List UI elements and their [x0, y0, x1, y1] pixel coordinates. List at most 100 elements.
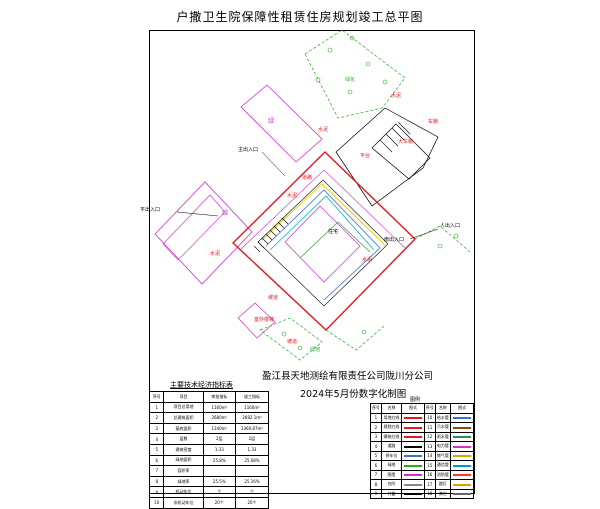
table-cell: 项目总用地: [163, 401, 204, 414]
label-ramp: 坡道: [268, 295, 279, 301]
legend-swatch-cell: [450, 479, 474, 490]
legend-cell: 15: [423, 460, 436, 471]
shed-stripes: [379, 121, 411, 153]
legend-header-cell: 序号: [370, 403, 382, 414]
table-cell: 绿地率: [163, 475, 204, 488]
green-zone-bottom: [259, 317, 323, 361]
building-outline: [257, 179, 389, 307]
legend-cell: 规划红线: [380, 422, 403, 433]
table-header-cell: 项目: [163, 391, 204, 403]
legend-cell: 12: [423, 431, 436, 442]
table-cell: 9: [148, 486, 165, 498]
legend-header-cell: 名称: [434, 403, 452, 414]
table-cell: 1160m²: [202, 401, 237, 414]
label-text-h: 绿化: [345, 77, 356, 83]
label-entry-right: 人出入口: [440, 223, 461, 229]
green-line-bottom: [325, 325, 385, 351]
legend-swatch-cell: [450, 450, 474, 461]
legend-cell: 绿地: [380, 460, 403, 471]
legend-swatch: [404, 464, 422, 467]
table-header-cell: 序号: [148, 391, 165, 403]
label-text-d: 水泥: [362, 257, 373, 263]
leader-right-entry: [409, 228, 439, 240]
legend-swatch: [453, 455, 472, 458]
table-cell: 容积率: [163, 465, 204, 477]
table-cell: 1340m²: [202, 422, 237, 435]
table-cell: [235, 465, 269, 477]
legend-swatch: [453, 426, 472, 429]
legend-swatch-cell: [401, 469, 425, 480]
legend-swatch-cell: [401, 488, 425, 499]
label-shed: 车棚: [428, 119, 439, 125]
tech-table-title: 主要技术经济指标表: [170, 381, 233, 389]
legend-cell: 停车位: [380, 450, 403, 461]
legend-swatch: [404, 493, 422, 496]
label-greens: 绿: [222, 210, 229, 217]
legend-swatch-cell: [450, 460, 474, 471]
leader-main-entry: [261, 151, 286, 177]
legend-swatch: [404, 455, 422, 458]
green-parcel-upper-left: [240, 84, 323, 163]
legend-header-cell: 图式: [401, 403, 425, 414]
legend-swatch: [404, 436, 422, 439]
legend-swatch-cell: [450, 441, 474, 452]
table-cell: 2682.1m²: [235, 412, 269, 424]
legend-cell: 18: [423, 488, 436, 499]
legend-swatch: [453, 493, 472, 496]
table-cell: 25.16%: [235, 475, 269, 488]
parcel-bottom-pink: [237, 302, 276, 339]
legend-cell: 井盖: [380, 488, 403, 499]
label-text-b: 水泥: [391, 93, 402, 99]
legend-cell: 路灯: [434, 479, 452, 490]
legend-swatch-cell: [401, 422, 425, 433]
table-cell: 5: [148, 443, 165, 456]
utility-line-green: [299, 221, 371, 259]
legend-header-cell: 图式: [450, 403, 474, 414]
legend-cell: 8: [370, 479, 382, 490]
made-date: 2024年5月份数字化制图: [300, 389, 407, 400]
legend-swatch: [404, 474, 422, 477]
label-green-upper: 绿: [268, 118, 275, 125]
legend-cell: 雨水管: [434, 431, 452, 442]
legend-swatch-cell: [450, 412, 474, 423]
legend-swatch-cell: [401, 450, 425, 461]
table-cell: 7: [148, 465, 165, 477]
table-header-cell: 竣工指标: [235, 391, 269, 403]
legend-swatch-cell: [401, 412, 425, 423]
table-cell: 层数: [163, 433, 204, 445]
legend-cell: 17: [423, 479, 436, 490]
legend-swatch: [404, 483, 422, 486]
table-cell: 25.5%: [202, 475, 237, 488]
utility-line-cyan: [269, 195, 375, 251]
legend-cell: 围墙: [380, 469, 403, 480]
road-parcel-left: [154, 181, 253, 285]
legend-swatch-cell: [401, 441, 425, 452]
label-road: 水泥: [210, 251, 221, 257]
label-text-c: 水泥: [287, 193, 298, 199]
table-cell: 1360.87m²: [235, 422, 269, 435]
label-text-i: 平台: [360, 153, 371, 159]
legend-swatch-cell: [401, 460, 425, 471]
table-cell: 20个: [235, 496, 269, 509]
road-parcel-left-inner: [162, 194, 226, 261]
utility-line-blue: [265, 189, 381, 301]
legend-swatch: [453, 474, 472, 477]
legend-cell: 4: [370, 441, 382, 452]
legend-swatch: [453, 445, 472, 448]
table-cell: 1160m²: [235, 401, 269, 414]
label-entry-bottom: 室外楼梯: [254, 317, 275, 323]
legend-swatch-cell: [450, 431, 474, 442]
table-cell: 绿地面积: [163, 454, 204, 467]
table-cell: 25.8%: [202, 454, 237, 467]
